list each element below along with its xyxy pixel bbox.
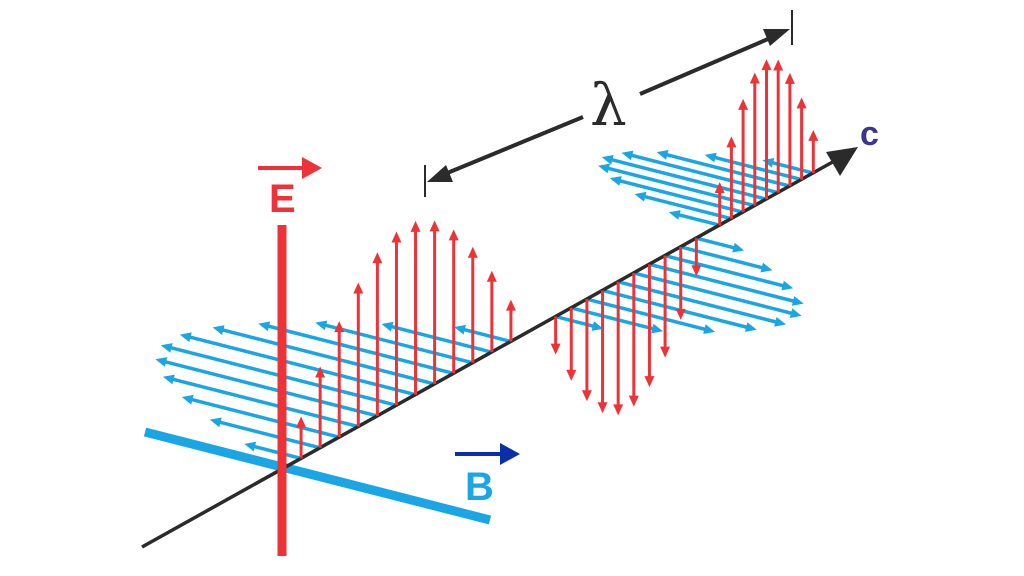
propagation-arrowhead-icon bbox=[826, 147, 858, 176]
b-field-vector bbox=[656, 150, 791, 188]
e-field-vector bbox=[714, 181, 725, 226]
e-field-vector bbox=[315, 366, 326, 448]
b-field-vector bbox=[179, 332, 416, 397]
b-field-vector bbox=[617, 280, 787, 327]
b-field-vector bbox=[258, 321, 455, 376]
e-field-vector bbox=[550, 316, 561, 355]
b-field-vector bbox=[601, 155, 767, 201]
wavelength-arrow-right bbox=[639, 34, 776, 96]
e-field-vector bbox=[784, 72, 795, 187]
e-field-vector bbox=[796, 97, 807, 180]
electric-field-vectors bbox=[296, 59, 819, 459]
b-field-vector bbox=[602, 288, 757, 332]
e-field-vector bbox=[505, 299, 516, 342]
e-field-vector bbox=[808, 129, 819, 174]
speed-of-light-label: c bbox=[860, 115, 879, 153]
b-vector-arrowhead-icon bbox=[500, 443, 520, 465]
e-field-vector bbox=[391, 231, 402, 406]
b-field-vector bbox=[155, 357, 378, 418]
e-field-vector bbox=[429, 220, 440, 385]
e-field-vector bbox=[296, 416, 307, 459]
b-field-vector bbox=[555, 314, 604, 331]
e-field-vector bbox=[334, 321, 345, 438]
e-field-vector bbox=[467, 246, 478, 363]
b-field-vector bbox=[704, 152, 803, 182]
b-axis bbox=[143, 427, 492, 525]
arrowhead-left-icon bbox=[427, 165, 453, 182]
b-field-vector bbox=[209, 417, 321, 450]
e-field-vector bbox=[486, 270, 497, 353]
e-vector-arrowhead-icon bbox=[302, 157, 322, 179]
b-field-vector bbox=[315, 320, 474, 365]
b-field-vector bbox=[680, 245, 773, 273]
e-field-vector bbox=[613, 281, 624, 416]
e-field-vector bbox=[581, 299, 592, 402]
b-field-vector bbox=[181, 394, 340, 439]
wavelength-arrow-left bbox=[439, 115, 584, 178]
b-field-vector bbox=[609, 176, 744, 214]
b-field-vector bbox=[381, 321, 493, 354]
b-field-label: B bbox=[465, 465, 494, 509]
e-field-vector bbox=[738, 98, 749, 213]
e-field-vector bbox=[410, 220, 421, 395]
b-field-vector bbox=[649, 262, 804, 306]
e-field-vector bbox=[644, 264, 655, 388]
e-field-vector bbox=[372, 252, 383, 416]
e-field-vector bbox=[597, 290, 608, 414]
b-field-vector bbox=[695, 236, 745, 253]
e-field-vector bbox=[566, 307, 577, 381]
b-field-vector bbox=[633, 271, 802, 318]
propagation-axis bbox=[141, 157, 839, 549]
e-field-vector bbox=[691, 238, 702, 277]
e-field-vector bbox=[628, 273, 639, 407]
e-field-vector bbox=[749, 72, 760, 206]
b-field-vector bbox=[586, 297, 716, 334]
b-field-vector bbox=[668, 210, 721, 227]
e-field-vector bbox=[660, 255, 671, 358]
magnetic-field-vectors bbox=[155, 150, 814, 461]
b-field-vector bbox=[162, 374, 359, 429]
b-field-vector bbox=[454, 324, 512, 344]
e-field-vector bbox=[773, 59, 784, 193]
b-field-vector bbox=[212, 325, 436, 386]
e-field-vector bbox=[353, 282, 364, 427]
arrowhead-right-icon bbox=[763, 29, 790, 46]
wavelength-label: λ bbox=[590, 71, 627, 139]
b-field-vector bbox=[244, 441, 302, 461]
b-field-vector bbox=[570, 306, 663, 334]
e-field-label: E bbox=[269, 177, 296, 221]
e-field-vector bbox=[448, 229, 459, 374]
e-field-vector bbox=[675, 246, 686, 320]
e-field-vector bbox=[761, 59, 772, 200]
e-field-vector bbox=[726, 136, 737, 219]
b-field-vector bbox=[664, 253, 794, 291]
b-field-vector bbox=[634, 191, 732, 221]
